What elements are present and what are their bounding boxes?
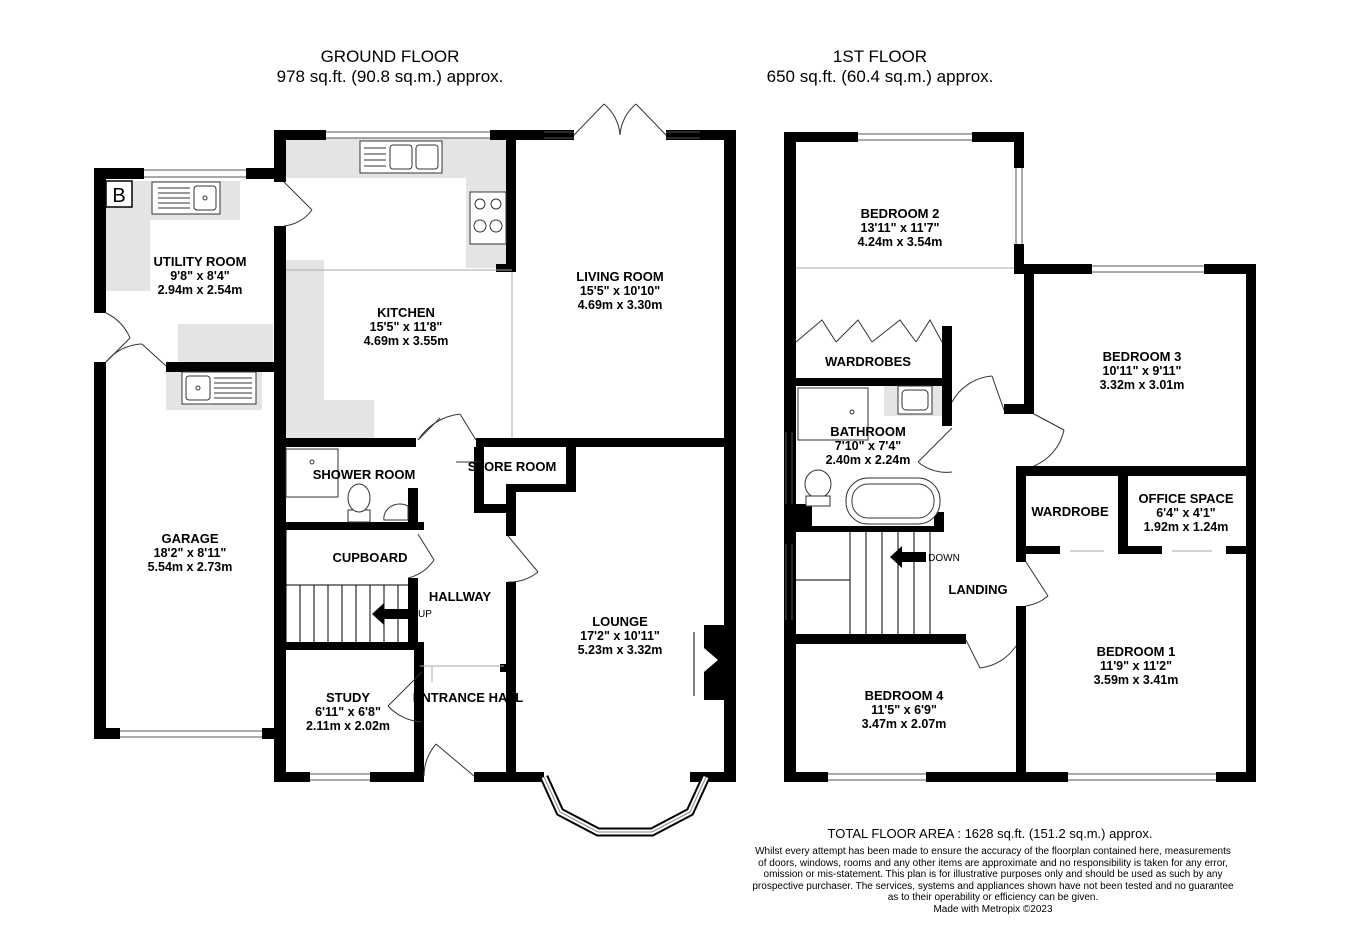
first-floor-windows bbox=[785, 133, 1216, 781]
fireplace-icon bbox=[704, 648, 718, 672]
bedroom2-name: BEDROOM 2 bbox=[861, 206, 940, 221]
living-room-name: LIVING ROOM bbox=[576, 269, 663, 284]
shower-tray-icon bbox=[285, 448, 339, 498]
bay-window bbox=[539, 775, 711, 837]
office-space-imperial: 6'4" x 4'1" bbox=[1156, 506, 1216, 520]
french-doors bbox=[573, 103, 667, 136]
store-room-name: STORE ROOM bbox=[468, 459, 557, 474]
ff-door-swings bbox=[917, 375, 1065, 669]
ff-basin-icon bbox=[897, 385, 933, 415]
bath-icon bbox=[845, 477, 941, 525]
ground-floor-title: GROUND FLOOR bbox=[320, 47, 460, 66]
bedroom2-imperial: 13'11" x 11'7" bbox=[861, 221, 940, 235]
office-space-name: OFFICE SPACE bbox=[1138, 491, 1233, 506]
first-floor-plan: BEDROOM 2 13'11" x 11'7" 4.24m x 3.54m W… bbox=[784, 132, 1256, 782]
hob-icon bbox=[469, 191, 507, 245]
disclaimer-line: of doors, windows, rooms and any other i… bbox=[758, 857, 1228, 869]
toilet-icon bbox=[347, 483, 371, 523]
disclaimer-credit: Made with Metropix ©2023 bbox=[933, 903, 1053, 915]
first-floor-walls bbox=[784, 132, 1256, 782]
ff-wardrobe-doors bbox=[795, 319, 943, 343]
study-name: STUDY bbox=[326, 690, 370, 705]
boiler-label: B bbox=[112, 185, 125, 207]
first-floor-heading: 1ST FLOOR 650 sq.ft. (60.4 sq.m.) approx… bbox=[700, 47, 1060, 87]
lounge-imperial: 17'2" x 10'11" bbox=[580, 629, 660, 643]
disclaimer: Whilst every attempt has been made to en… bbox=[730, 846, 1256, 916]
entrance-hall-name: ENTRANCE HALL bbox=[413, 690, 524, 705]
ff-shower-icon bbox=[797, 387, 869, 441]
utility-room-name: UTILITY ROOM bbox=[154, 254, 247, 269]
up-arrow-icon bbox=[372, 603, 408, 625]
partition-lines bbox=[286, 269, 513, 682]
cupboard-name: CUPBOARD bbox=[332, 550, 407, 565]
ground-floor-plan: B UTILITY ROOM 9'8" x 8'4" 2.94m x 2.54m… bbox=[94, 103, 736, 837]
bathroom-metric: 2.40m x 2.24m bbox=[826, 453, 911, 467]
bathroom-imperial: 7'10" x 7'4" bbox=[835, 439, 902, 453]
kitchen-imperial: 15'5" x 11'8" bbox=[370, 320, 443, 334]
first-floor-labels: BEDROOM 2 13'11" x 11'7" 4.24m x 3.54m W… bbox=[825, 206, 1234, 731]
study-metric: 2.11m x 2.02m bbox=[306, 719, 390, 733]
ground-floor-walls bbox=[94, 130, 736, 782]
bedroom1-imperial: 11'9" x 11'2" bbox=[1100, 659, 1172, 673]
ground-stairs bbox=[285, 530, 408, 642]
shower-room-name: SHOWER ROOM bbox=[313, 467, 416, 482]
ground-floor-heading: GROUND FLOOR 978 sq.ft. (90.8 sq.m.) app… bbox=[210, 47, 570, 87]
garage-imperial: 18'2" x 8'11" bbox=[154, 546, 227, 560]
garage-name: GARAGE bbox=[161, 531, 218, 546]
utility-room-metric: 2.94m x 2.54m bbox=[158, 283, 243, 297]
bedroom3-imperial: 10'11" x 9'11" bbox=[1103, 364, 1182, 378]
garage-metric: 5.54m x 2.73m bbox=[148, 560, 233, 574]
utility-room-imperial: 9'8" x 8'4" bbox=[170, 269, 230, 283]
ff-partition-lines bbox=[796, 267, 1212, 552]
ground-floor-windows bbox=[120, 131, 700, 781]
study-imperial: 6'11" x 6'8" bbox=[315, 705, 381, 719]
up-label: UP bbox=[418, 609, 432, 620]
wardrobe-name: WARDROBE bbox=[1031, 504, 1109, 519]
bedroom3-name: BEDROOM 3 bbox=[1103, 349, 1182, 364]
living-room-imperial: 15'5" x 10'10" bbox=[580, 284, 660, 298]
disclaimer-line: as to their operability or efficiency ca… bbox=[887, 892, 1099, 904]
hallway-name: HALLWAY bbox=[429, 589, 492, 604]
bedroom3-metric: 3.32m x 3.01m bbox=[1100, 378, 1185, 392]
bedroom4-metric: 3.47m x 2.07m bbox=[862, 717, 947, 731]
first-floor-title: 1ST FLOOR bbox=[832, 47, 928, 66]
basin-icon bbox=[383, 503, 409, 521]
lounge-metric: 5.23m x 3.32m bbox=[578, 643, 663, 657]
utility-sink-icon bbox=[151, 181, 221, 215]
disclaimer-line: Whilst every attempt has been made to en… bbox=[755, 846, 1231, 857]
disclaimer-line: prospective purchaser. The services, sys… bbox=[752, 880, 1234, 892]
bedroom1-metric: 3.59m x 3.41m bbox=[1094, 673, 1179, 687]
wardrobes-name: WARDROBES bbox=[825, 354, 911, 369]
living-room-metric: 4.69m x 3.30m bbox=[578, 298, 663, 312]
kitchen-name: KITCHEN bbox=[377, 305, 435, 320]
ff-toilet-icon bbox=[804, 469, 832, 507]
garage-sink-icon bbox=[181, 371, 257, 405]
bedroom1-name: BEDROOM 1 bbox=[1097, 644, 1176, 659]
ff-stairs bbox=[796, 532, 931, 634]
first-floor-area: 650 sq.ft. (60.4 sq.m.) approx. bbox=[766, 67, 994, 86]
kitchen-sink-icon bbox=[359, 140, 443, 174]
bedroom4-imperial: 11'5" x 6'9" bbox=[871, 703, 937, 717]
ground-floor-labels: UTILITY ROOM 9'8" x 8'4" 2.94m x 2.54m K… bbox=[148, 254, 664, 733]
disclaimer-line: omission or mis-statement. This plan is … bbox=[763, 869, 1223, 881]
door-swings bbox=[105, 181, 539, 777]
bedroom2-metric: 4.24m x 3.54m bbox=[858, 235, 943, 249]
landing-name: LANDING bbox=[948, 582, 1007, 597]
bedroom4-name: BEDROOM 4 bbox=[865, 688, 945, 703]
lounge-name: LOUNGE bbox=[592, 614, 648, 629]
ground-floor-area: 978 sq.ft. (90.8 sq.m.) approx. bbox=[276, 67, 504, 86]
kitchen-metric: 4.69m x 3.55m bbox=[364, 334, 449, 348]
boiler-icon bbox=[105, 180, 133, 208]
down-label: DOWN bbox=[928, 553, 960, 564]
bathroom-name: BATHROOM bbox=[830, 424, 906, 439]
office-space-metric: 1.92m x 1.24m bbox=[1144, 520, 1229, 534]
down-arrow-icon bbox=[890, 546, 926, 568]
total-floor-area: TOTAL FLOOR AREA : 1628 sq.ft. (151.2 sq… bbox=[827, 826, 1153, 841]
